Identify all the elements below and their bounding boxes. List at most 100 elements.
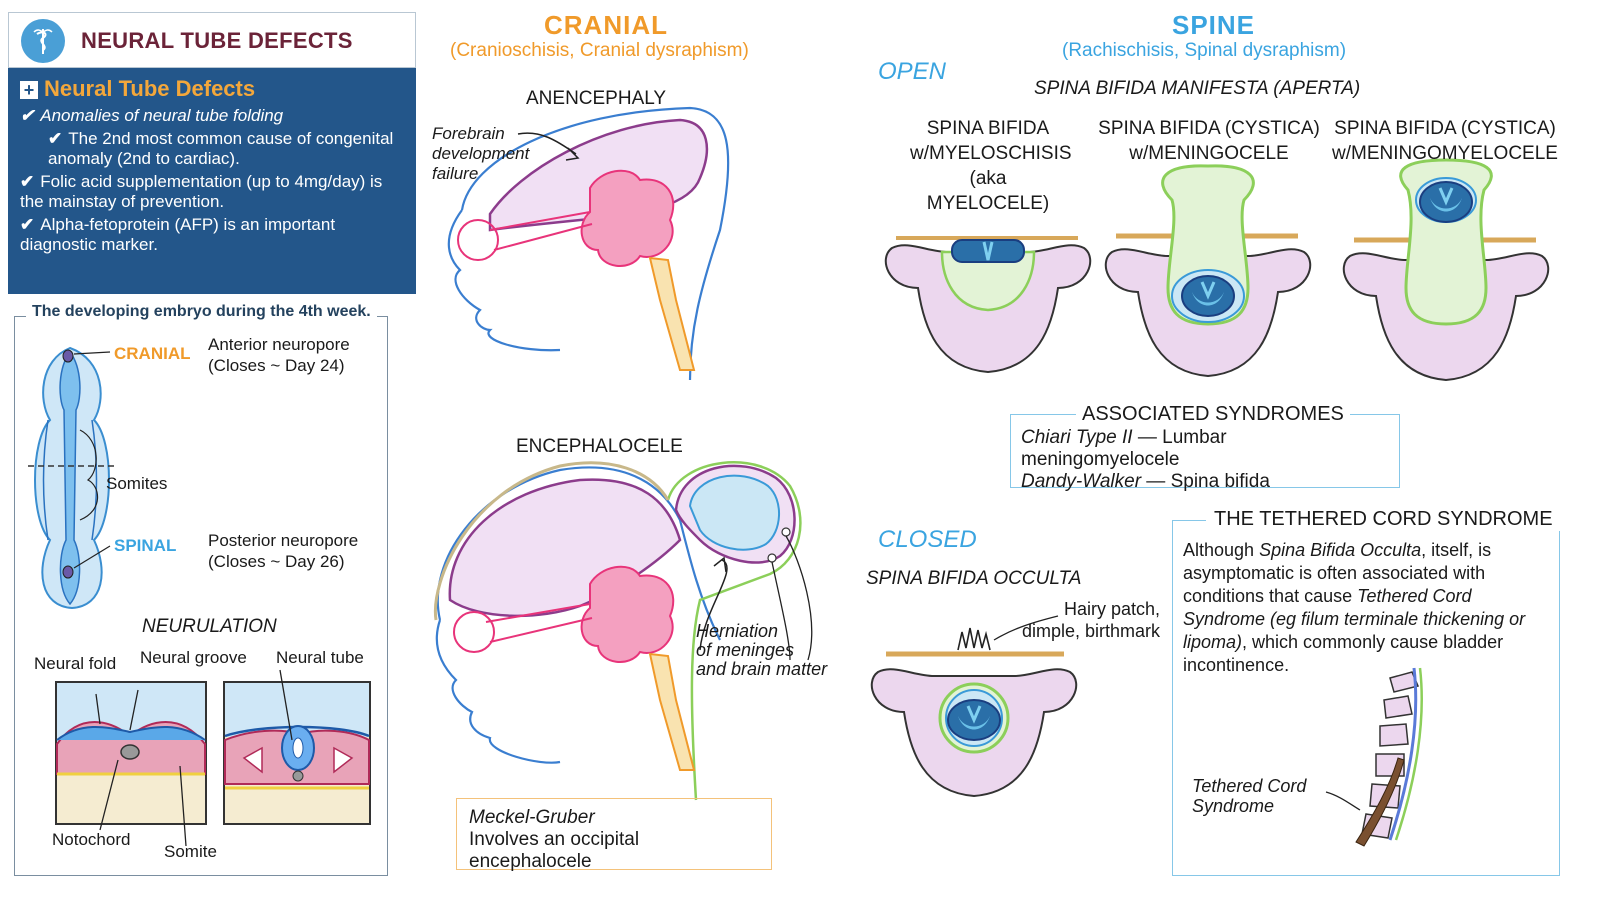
summary-panel: + Neural Tube Defects ✔ Anomalies of neura… <box>8 68 416 294</box>
assoc-condition: Dandy-Walker <box>1021 471 1142 492</box>
summary-item-text: Anomalies of neural tube folding <box>40 106 284 125</box>
summary-item-text: The 2nd most common cause of congenital … <box>48 129 394 168</box>
caption-line: SPINA BIFIDA (CYSTICA) <box>1098 118 1320 139</box>
tethered-cord-label: Tethered Cord Syndrome <box>1192 776 1306 816</box>
herniation-label: Herniation of meninges and brain matter <box>696 622 827 679</box>
neurulation-panel-2 <box>223 669 371 825</box>
caption-line: w/MENINGOMYELOCELE <box>1332 143 1558 164</box>
caption-line: w/MYELOSCHISIS <box>910 143 1072 164</box>
posterior-line-2: (Closes ~ Day 26) <box>208 552 345 571</box>
cranial-subtitle: (Cranioschisis, Cranial dysraphism) <box>450 40 749 61</box>
spine-subtitle: (Rachischisis, Spinal dysraphism) <box>1062 40 1347 61</box>
tether-text: Spina Bifida Occulta <box>1259 540 1422 560</box>
neurulation-panel-1 <box>55 681 207 847</box>
caption-line: w/MENINGOCELE <box>1129 143 1289 164</box>
check-icon: ✔ <box>20 172 35 191</box>
hairy-line: Hairy patch, <box>1063 599 1160 619</box>
tethered-cord-box: Although Spina Bifida Occulta, itself, i… <box>1172 520 1560 876</box>
neural-fold-label: Neural fold <box>34 654 117 673</box>
somite-label: Somite <box>164 842 217 861</box>
title-card: NEURAL TUBE DEFECTS <box>8 12 416 68</box>
check-icon: ✔ <box>20 215 35 234</box>
encephalocele-label: ENCEPHALOCELE <box>516 436 683 457</box>
summary-heading-text: Neural Tube Defects <box>44 76 256 101</box>
assoc-condition: Chiari Type II <box>1021 427 1133 448</box>
forebrain-label: Forebrain development failure <box>432 124 529 184</box>
summary-item: ✔Folic acid supplementation (up to 4mg/d… <box>20 172 404 212</box>
meckel-gruber-note: Meckel-Gruber Involves an occipital ence… <box>456 798 772 872</box>
assoc-defect: Spina bifida <box>1170 471 1270 492</box>
meningocele-caption: SPINA BIFIDA (CYSTICA) w/MENINGOCELE <box>1096 116 1322 166</box>
anterior-neuropore-label: Anterior neuropore (Closes ~ Day 24) <box>208 334 350 376</box>
check-icon: ✔ <box>48 129 63 148</box>
embryo-panel <box>14 316 388 876</box>
occulta-label: SPINA BIFIDA OCCULTA <box>866 568 1082 589</box>
posterior-line-1: Posterior neuropore <box>208 531 359 550</box>
assoc-row: Dandy-Walker — Spina bifida <box>1021 471 1270 492</box>
embryo-drawing <box>28 346 116 610</box>
myeloschisis-caption: SPINA BIFIDA w/MYELOSCHISIS (aka MYELOCE… <box>910 116 1072 216</box>
summary-item: ✔The 2nd most common cause of congenital… <box>20 129 404 169</box>
meningomyelocele-drawing <box>1342 158 1550 381</box>
embryo-panel-title: The developing embryo during the 4th wee… <box>26 303 377 321</box>
summary-heading: + Neural Tube Defects <box>20 76 404 102</box>
meckel-text: Involves an occipital encephalocele <box>469 829 640 872</box>
myeloschisis-drawing <box>884 236 1092 373</box>
forebrain-line: failure <box>432 164 479 183</box>
associated-syndromes-title: ASSOCIATED SYNDROMES <box>1076 403 1350 426</box>
summary-item: ✔Alpha-fetoprotein (AFP) is an important… <box>20 215 404 255</box>
anencephaly-label: ANENCEPHALY <box>526 88 667 109</box>
page-title: NEURAL TUBE DEFECTS <box>81 28 353 53</box>
somites-label: Somites <box>106 474 168 493</box>
posterior-neuropore-label: Posterior neuropore (Closes ~ Day 26) <box>208 530 358 572</box>
tether-text: Tethered Cord Syndrome (eg filum termina… <box>1183 586 1526 652</box>
anterior-line-2: (Closes ~ Day 24) <box>208 356 345 375</box>
tethered-cord-title: THE TETHERED CORD SYNDROME <box>1206 508 1561 531</box>
tethered-spine-drawing <box>1325 667 1423 847</box>
tether-text: , which commonly cause bladder incontine… <box>1183 632 1504 675</box>
summary-item: ✔ Anomalies of neural tube folding <box>20 106 404 126</box>
check-icon: ✔ <box>20 106 35 125</box>
summary-item-text: Folic acid supplementation (up to 4mg/da… <box>20 172 383 211</box>
manifesta-label: SPINA BIFIDA MANIFESTA (APERTA) <box>1034 78 1361 99</box>
forebrain-line: Forebrain <box>432 124 505 143</box>
associated-syndromes-box: Chiari Type II — Lumbar meningomyelocele… <box>1010 414 1400 492</box>
spine-heading: SPINE <box>1172 10 1256 40</box>
occulta-drawing <box>870 615 1078 797</box>
herniation-line: and brain matter <box>696 659 828 679</box>
hairy-line: dimple, birthmark <box>1021 621 1160 641</box>
neurulation-title: NEURULATION <box>142 616 277 637</box>
hairy-patch-label: Hairy patch, dimple, birthmark <box>1014 598 1160 642</box>
assoc-row: Chiari Type II — Lumbar meningomyelocele <box>1021 427 1227 470</box>
caduceus-icon <box>21 19 65 63</box>
plus-icon: + <box>20 81 38 99</box>
notochord-label: Notochord <box>52 830 131 849</box>
closed-heading: CLOSED <box>878 526 977 553</box>
herniation-line: Herniation <box>696 621 779 641</box>
tether-text: , itself, is asymptomatic is often assoc… <box>1183 540 1492 606</box>
spinal-label: SPINAL <box>114 536 177 555</box>
neural-tube-label: Neural tube <box>276 648 364 667</box>
tether-text: Although <box>1183 540 1260 560</box>
summary-item-text: Alpha-fetoprotein (AFP) is an important … <box>20 215 336 254</box>
caption-line: SPINA BIFIDA (CYSTICA) <box>1334 118 1556 139</box>
anterior-line-1: Anterior neuropore <box>208 335 350 354</box>
forebrain-line: development <box>432 144 530 163</box>
caption-line: SPINA BIFIDA <box>926 118 1050 139</box>
tether-label-line: Syndrome <box>1192 796 1275 816</box>
neural-groove-label: Neural groove <box>140 648 247 667</box>
assoc-defect: Lumbar meningomyelocele <box>1021 427 1227 470</box>
meckel-title: Meckel-Gruber <box>469 807 595 828</box>
tether-label-line: Tethered Cord <box>1192 776 1307 796</box>
open-heading: OPEN <box>878 58 947 85</box>
meningomyelocele-caption: SPINA BIFIDA (CYSTICA) w/MENINGOMYELOCEL… <box>1332 116 1558 166</box>
encephalocele-drawing <box>433 461 813 801</box>
cranial-label: CRANIAL <box>114 344 191 363</box>
meningocele-drawing <box>1104 164 1312 377</box>
caption-line: (aka MYELOCELE) <box>926 168 1050 214</box>
cranial-heading: CRANIAL <box>544 10 668 40</box>
anencephaly-drawing <box>447 106 730 381</box>
herniation-line: of meninges <box>696 640 795 660</box>
tethered-cord-text: Although Spina Bifida Occulta, itself, i… <box>1183 539 1549 677</box>
